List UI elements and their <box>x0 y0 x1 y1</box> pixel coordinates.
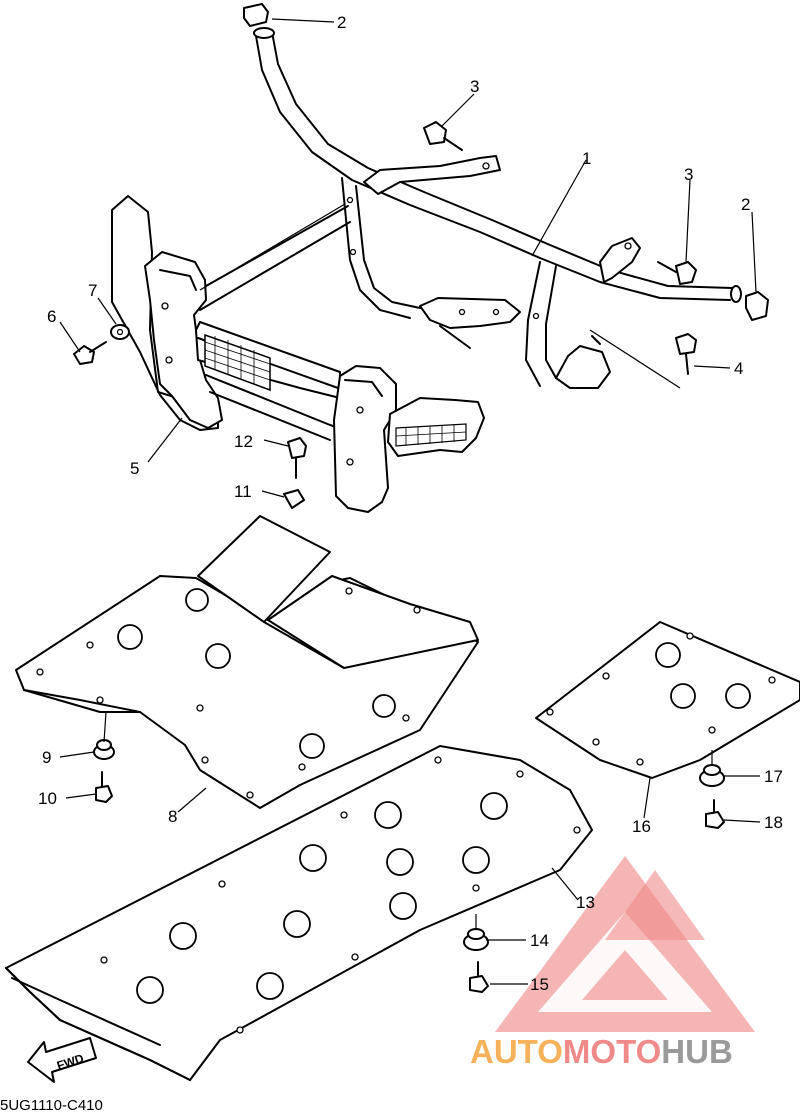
watermark-auto: AUTO <box>470 1033 563 1070</box>
watermark-hub: HUB <box>661 1033 733 1070</box>
callout-1: 1 <box>582 149 591 168</box>
skid-plate-13 <box>5 745 593 1081</box>
callout-10: 10 <box>38 789 57 808</box>
callout-8: 8 <box>168 807 177 826</box>
forward-direction-arrow: FWD <box>27 1037 97 1083</box>
callout-12: 12 <box>234 432 253 451</box>
callout-14: 14 <box>530 931 549 950</box>
callout-11: 11 <box>234 482 252 501</box>
callout-3-top: 3 <box>470 77 479 96</box>
watermark-moto: MOTO <box>563 1033 661 1070</box>
guard-tube <box>253 27 742 389</box>
callout-2-top: 2 <box>337 13 346 32</box>
callout-5: 5 <box>130 459 139 478</box>
leader-lines <box>59 18 761 985</box>
skid-plate-8 <box>15 515 479 809</box>
front-bumper <box>111 195 485 513</box>
callout-3-right: 3 <box>684 165 693 184</box>
callout-numbers: 1 2 2 3 3 4 5 6 7 8 9 10 11 12 13 14 15 … <box>38 13 783 994</box>
callout-6: 6 <box>47 307 56 326</box>
callout-9: 9 <box>42 748 51 767</box>
callout-15: 15 <box>530 975 549 994</box>
fasteners <box>73 3 769 993</box>
callout-16: 16 <box>632 817 651 836</box>
callout-17: 17 <box>764 767 783 786</box>
callout-2-right: 2 <box>741 195 750 214</box>
watermark-text: AUTOMOTOHUB <box>470 1033 733 1070</box>
callout-13: 13 <box>576 893 595 912</box>
callout-18: 18 <box>764 813 783 832</box>
skid-plate-16 <box>535 621 800 779</box>
callout-4: 4 <box>734 359 743 378</box>
drawing-code: 5UG1110-C410 <box>0 1097 103 1114</box>
automotohub-logo <box>495 856 755 1032</box>
callout-7: 7 <box>88 281 97 300</box>
alignment-lines <box>199 203 681 389</box>
